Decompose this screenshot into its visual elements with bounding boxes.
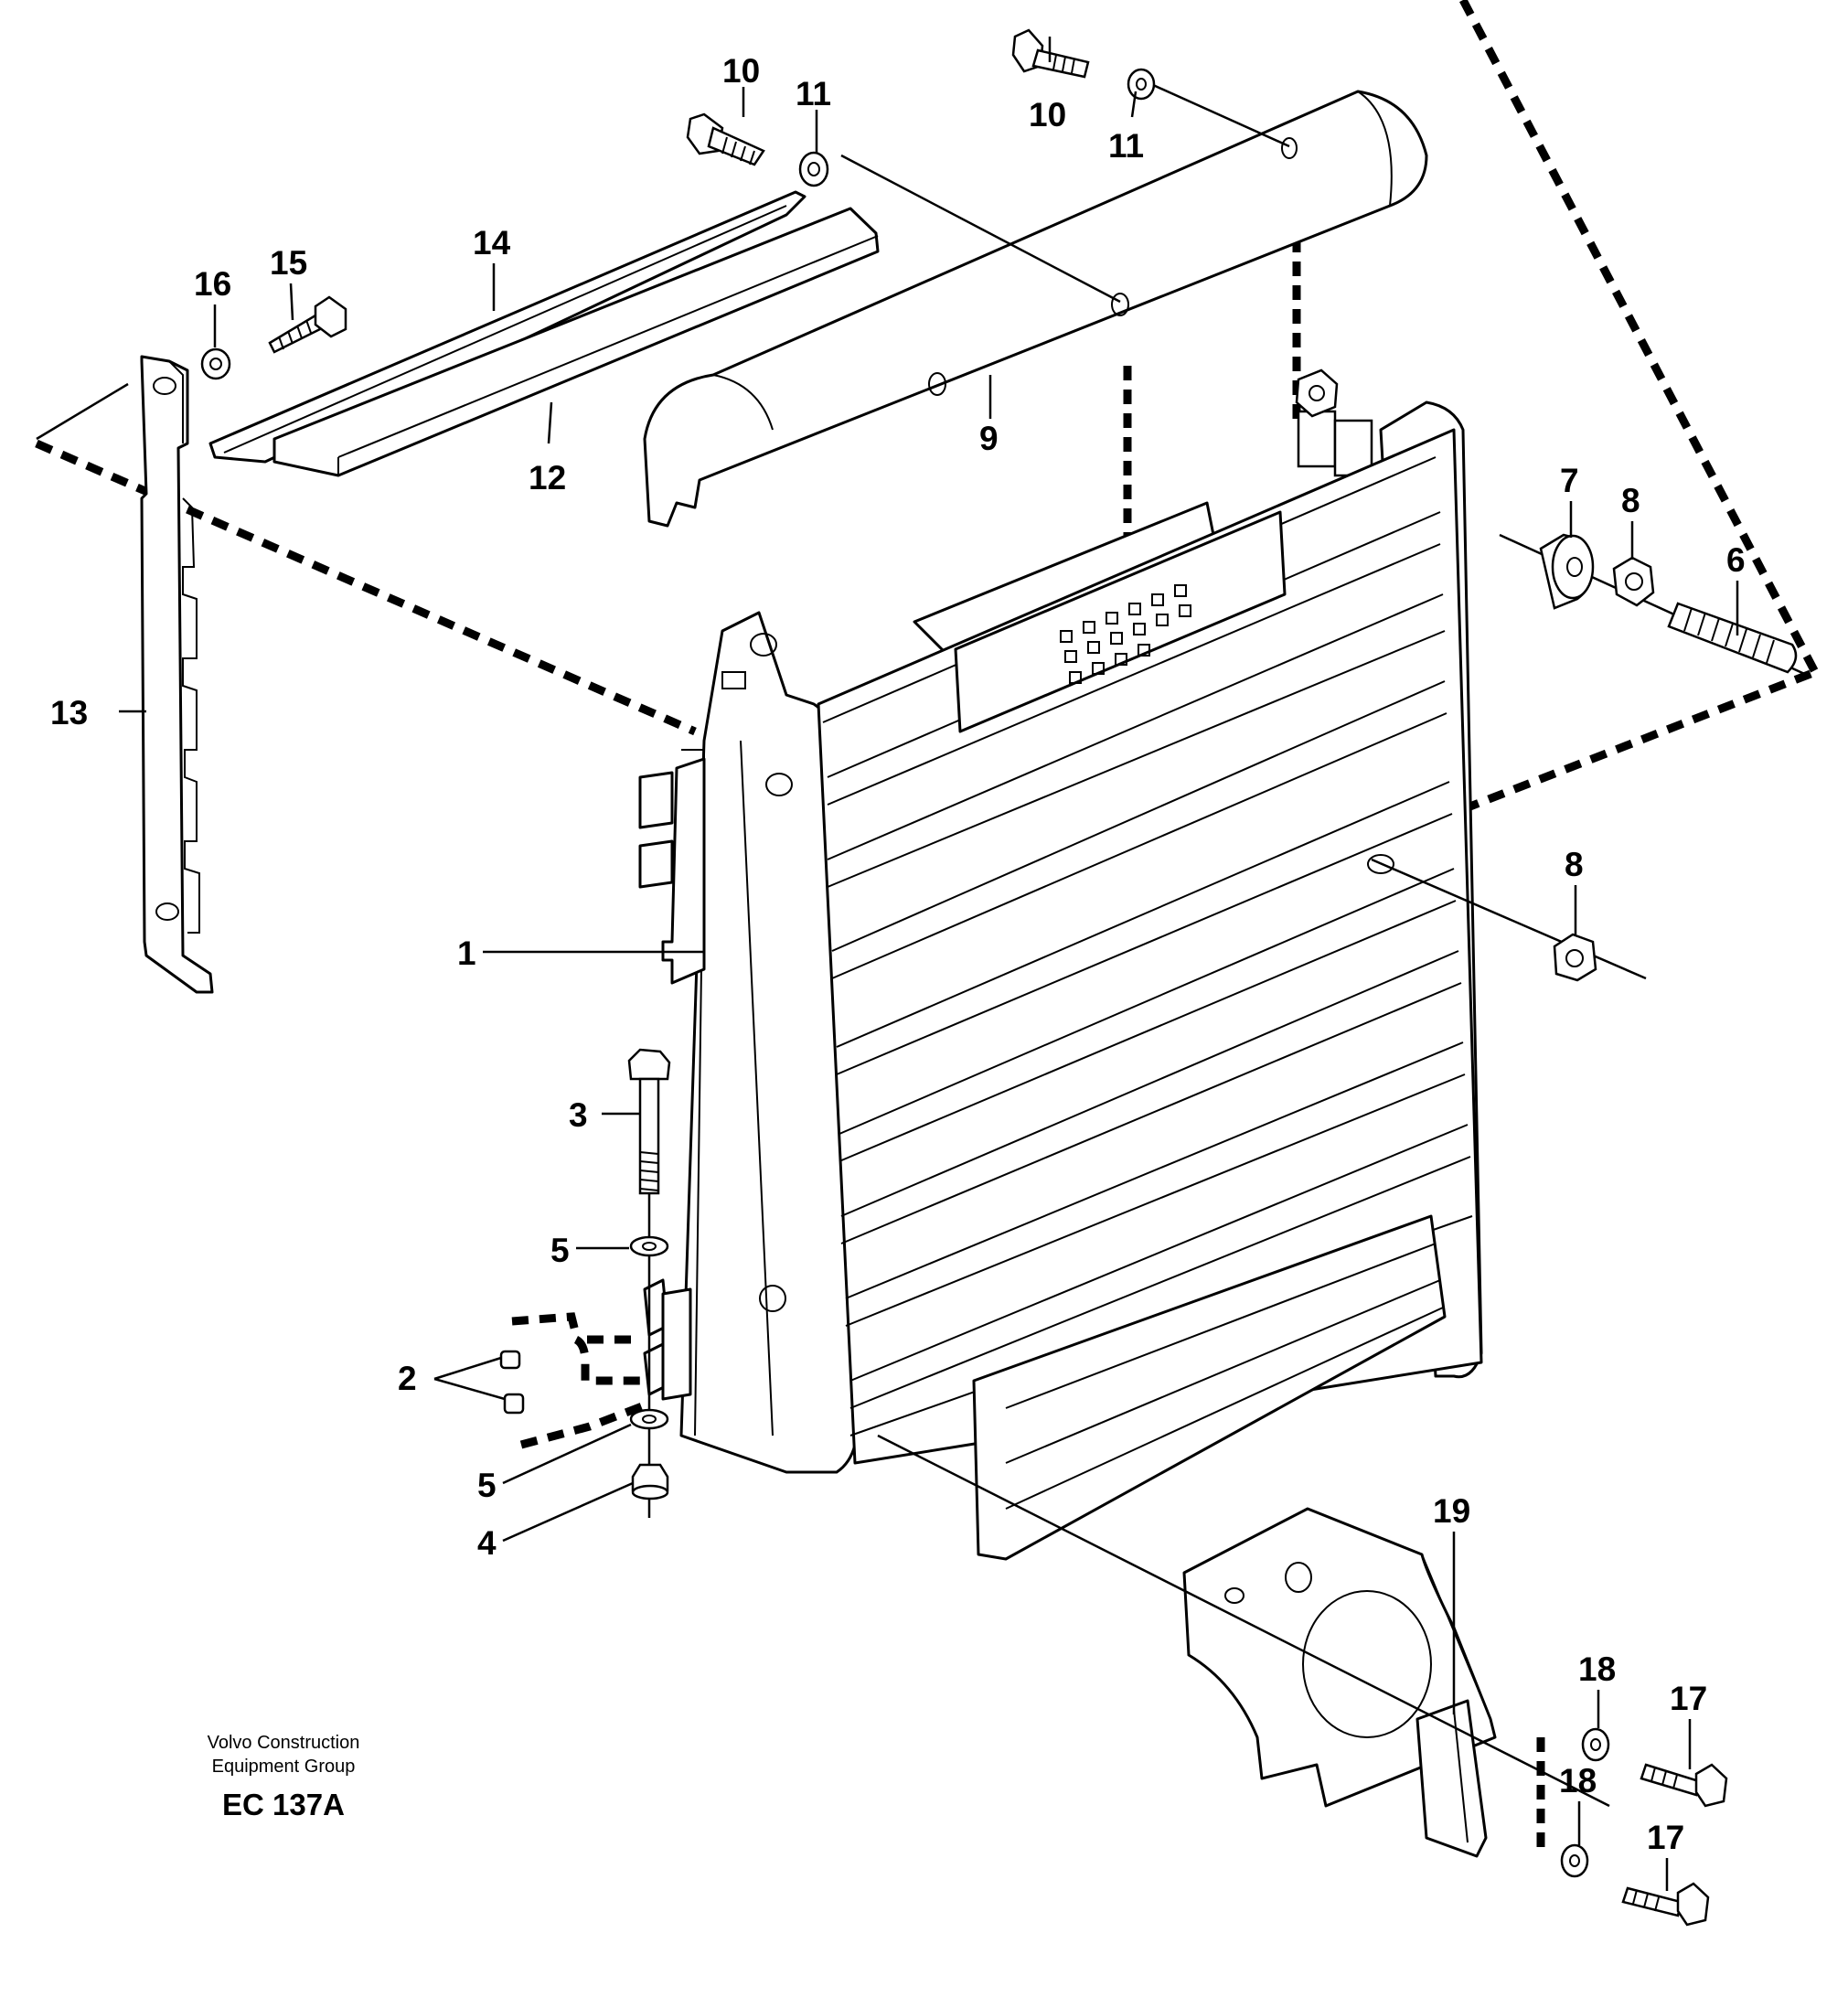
- callout-18a: 18: [1578, 1650, 1616, 1688]
- callout-17a: 17: [1670, 1680, 1707, 1717]
- item-10-bolt-a: [686, 112, 765, 166]
- item-11-washer-a: [798, 151, 829, 187]
- badge-holes: [1060, 584, 1191, 684]
- item-4-nut: [631, 1463, 669, 1500]
- item-3-bolt: [627, 1048, 671, 1195]
- callout-14: 14: [473, 224, 511, 262]
- callout-10b: 10: [1029, 96, 1066, 133]
- item-16-washer: [200, 347, 231, 380]
- item-9-top-cover: [643, 90, 1428, 528]
- callout-leaders: [119, 37, 1739, 1891]
- company-line-2: Equipment Group: [212, 1757, 356, 1777]
- callout-11a: 11: [796, 75, 831, 112]
- item-18-washer-a: [1581, 1727, 1610, 1762]
- callout-18b: 18: [1559, 1762, 1597, 1799]
- callout-3: 3: [569, 1096, 588, 1134]
- item-2-bushings: [499, 1350, 525, 1415]
- item-7-spacer: [1539, 533, 1595, 610]
- item-11-washer-b: [1127, 68, 1156, 101]
- item-5-washer-a: [629, 1235, 669, 1257]
- callout-1: 1: [457, 934, 476, 972]
- callout-8b: 8: [1565, 846, 1584, 883]
- company-line-1: Volvo Construction: [208, 1733, 360, 1753]
- callout-10a: 10: [722, 52, 760, 90]
- callout-labels: 1 2 3 4 5 5 6 7 8 8 9 10 10 11 11 12 13 …: [50, 52, 1746, 1856]
- grille-louvres: [822, 456, 1473, 1436]
- item-15-bolt: [268, 295, 347, 354]
- callout-19: 19: [1433, 1492, 1470, 1530]
- callout-5b: 5: [477, 1467, 497, 1504]
- item-18-washer-b: [1560, 1843, 1589, 1878]
- callout-11b: 11: [1108, 127, 1144, 165]
- item-17-bolt-b: [1621, 1882, 1710, 1927]
- callout-6: 6: [1726, 541, 1746, 579]
- callout-13: 13: [50, 694, 88, 732]
- callout-5a: 5: [550, 1232, 570, 1269]
- item-10-bolt-b: [1011, 28, 1090, 79]
- item-12-strip: [272, 207, 880, 477]
- item-6-stud: [1667, 602, 1798, 674]
- callout-9: 9: [979, 420, 999, 457]
- item-14-strip: [208, 190, 806, 464]
- callout-8a: 8: [1621, 482, 1640, 519]
- drawing-code: EC 137A: [222, 1788, 345, 1821]
- item-8-nut-a: [1612, 556, 1655, 607]
- callout-16: 16: [194, 265, 231, 303]
- item-1-grille-frame: [638, 368, 1483, 1561]
- item-5-washer-b: [629, 1408, 669, 1430]
- item-13-bracket: [140, 355, 214, 994]
- footer: Volvo Construction Equipment Group EC 13…: [208, 1733, 360, 1821]
- item-19-bracket: [1182, 1507, 1497, 1858]
- callout-7: 7: [1560, 462, 1579, 499]
- callout-15: 15: [270, 244, 307, 282]
- item-17-bolt-a: [1640, 1763, 1728, 1808]
- callout-4: 4: [477, 1524, 497, 1562]
- callout-12: 12: [529, 459, 566, 497]
- item-8-nut-b: [1553, 933, 1597, 982]
- callout-2: 2: [398, 1360, 417, 1397]
- callout-17b: 17: [1647, 1819, 1684, 1856]
